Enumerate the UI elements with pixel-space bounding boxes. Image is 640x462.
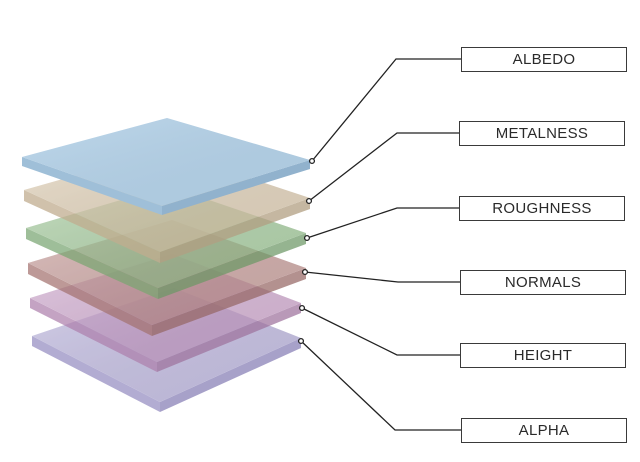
normals-leader-line — [304, 271, 460, 283]
alpha-label: ALPHA — [461, 418, 627, 443]
height-leader-line — [301, 307, 460, 356]
albedo-layer — [22, 118, 310, 215]
albedo-label: ALBEDO — [461, 47, 627, 72]
roughness-leader-line — [306, 207, 459, 239]
height-anchor-dot — [298, 304, 306, 312]
metalness-anchor-dot — [305, 197, 313, 205]
height-label: HEIGHT — [460, 343, 626, 368]
metalness-leader-line — [308, 132, 459, 202]
metalness-label: METALNESS — [459, 121, 625, 146]
albedo-leader-line — [311, 58, 461, 162]
roughness-anchor-dot — [303, 234, 311, 242]
normals-anchor-dot — [301, 268, 309, 276]
normals-label: NORMALS — [460, 270, 626, 295]
alpha-anchor-dot — [297, 337, 305, 345]
roughness-label: ROUGHNESS — [459, 196, 625, 221]
alpha-leader-line — [300, 340, 461, 431]
albedo-anchor-dot — [308, 157, 316, 165]
